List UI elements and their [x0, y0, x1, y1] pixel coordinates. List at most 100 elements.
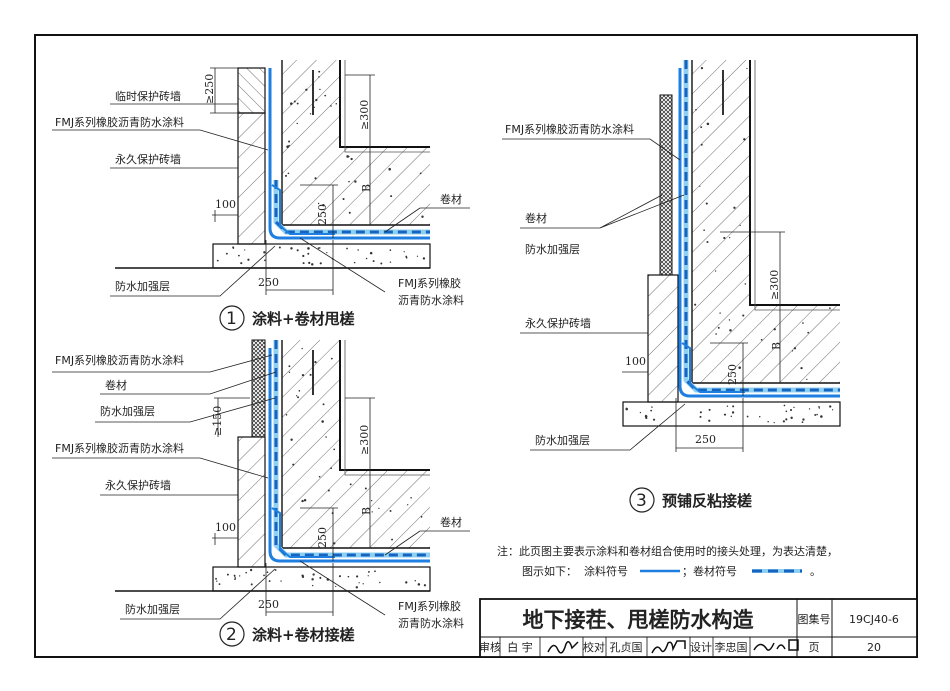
aggregate-dot [390, 195, 393, 198]
aggregate-dot [389, 509, 392, 512]
detail-number-circle [219, 621, 245, 647]
aggregate-dot [322, 203, 325, 207]
aggregate-dot [245, 571, 248, 574]
aggregate-dot [321, 420, 324, 423]
aggregate-dot [311, 263, 314, 266]
drawing-title: 地下接茬、甩槎防水构造 [523, 608, 755, 632]
aggregate-dot [746, 415, 749, 418]
aggregate-dot [333, 448, 336, 451]
designer-name: 李忠国 [715, 640, 748, 654]
aggregate-dot [290, 102, 293, 105]
aggregate-dot [285, 413, 288, 416]
aggregate-dot [365, 257, 368, 260]
concrete-hatch [282, 60, 430, 225]
dim-right: ≥300 [358, 425, 371, 455]
aggregate-dot [266, 571, 269, 574]
aggregate-dot [263, 251, 266, 254]
aggregate-dot [353, 261, 356, 264]
reviewer-signature [547, 641, 579, 654]
coating-symbol-label: 涂料符号 [584, 564, 628, 578]
wall-inner-face [339, 340, 430, 471]
aggregate-dot [307, 247, 310, 250]
check-label: 校对 [583, 640, 605, 654]
aggregate-dot [407, 504, 409, 506]
aggregate-dot [700, 66, 704, 70]
designer-signature [753, 639, 799, 651]
aggregate-dot [296, 122, 298, 125]
aggregate-dot [216, 580, 218, 582]
aggregate-dot [389, 261, 392, 263]
aggregate-dot [292, 463, 295, 466]
aggregate-dot [225, 252, 228, 255]
detail-2-annotations: FMJ系列橡胶沥青防水涂料 卷材 ≥150 防水加强层 FMJ系列橡胶沥青防水涂… [52, 353, 470, 647]
aggregate-dot [309, 113, 312, 115]
aggregate-dot [743, 138, 746, 141]
dim-wall: 100 [215, 198, 236, 211]
aggregate-dot [414, 580, 416, 582]
aggregate-dot [806, 378, 808, 381]
aggregate-dot [728, 319, 731, 321]
aggregate-dot [816, 413, 818, 416]
aggregate-dot [357, 249, 359, 251]
concrete-pad [622, 401, 841, 427]
dim-top: ≥250 [203, 74, 216, 104]
aggregate-dot [315, 98, 318, 102]
aggregate-dot [354, 180, 357, 183]
permanent-brick-wall [647, 274, 679, 403]
detail-3-annotations: FMJ系列橡胶沥青防水涂料 卷材 防水加强层 ≥300 永久保护砖墙 100 B… [502, 122, 785, 513]
note-end: 。 [810, 565, 821, 578]
aggregate-dot [802, 322, 804, 324]
aggregate-dot [700, 143, 703, 146]
aggregate-dot [335, 103, 338, 105]
aggregate-dot [308, 261, 311, 264]
aggregate-dot [302, 262, 305, 265]
aggregate-dot [733, 206, 736, 209]
dim-horiz: 250 [258, 598, 279, 611]
aggregate-dot [706, 122, 710, 126]
aggregate-dot [284, 174, 288, 177]
label-membrane: 卷材 [440, 192, 462, 206]
aggregate-dot [355, 586, 359, 589]
aggregate-dot [288, 144, 290, 147]
aggregate-dot [705, 202, 708, 205]
detail-number: 2 [226, 625, 237, 645]
aggregate-dot [729, 236, 731, 239]
label-coating-bottom-1: FMJ系列橡胶 [398, 599, 461, 613]
wall-inner-face [339, 60, 430, 148]
detail-geometry [115, 60, 841, 592]
aggregate-dot [226, 573, 229, 576]
temporary-brick-wall [237, 67, 266, 114]
reinforcement-layer [271, 507, 335, 558]
aggregate-dot [423, 258, 425, 260]
dim-horiz: 250 [695, 433, 716, 446]
label-reinforce: 防水加强层 [115, 279, 170, 293]
aggregate-dot [367, 575, 369, 577]
label-reinforce-top: 防水加强层 [100, 404, 155, 418]
aggregate-dot [708, 408, 711, 411]
concrete-pad [212, 566, 431, 592]
aggregate-dot [312, 573, 315, 576]
label-reinforce-top: 防水加强层 [525, 242, 580, 256]
aggregate-dot [760, 338, 763, 341]
aggregate-dot [287, 172, 290, 175]
aggregate-dot [358, 582, 360, 584]
aggregate-dot [288, 371, 291, 374]
finish-line [754, 60, 840, 311]
aggregate-dot [715, 333, 717, 335]
concrete-hatch [692, 60, 840, 383]
aggregate-dot [732, 405, 735, 408]
aggregate-dot [322, 403, 325, 406]
protective-board [251, 339, 266, 438]
dim-vert: 250 [726, 364, 739, 385]
aggregate-dot [314, 361, 317, 364]
aggregate-dot [301, 499, 304, 503]
label-membrane-top: 卷材 [105, 378, 127, 392]
checker-name: 孔贞国 [610, 640, 643, 654]
label-coating-top: FMJ系列橡胶沥青防水涂料 [55, 353, 184, 367]
note: 注：此页图主要表示涂料和卷材组合使用时的接头处理，为表达清楚， 图示如下： 涂料… [497, 544, 838, 578]
label-perm-wall: 永久保护砖墙 [525, 316, 591, 330]
aggregate-dot [347, 575, 350, 578]
aggregate-dot [305, 88, 308, 91]
label-perm-wall: 永久保护砖墙 [105, 478, 171, 492]
